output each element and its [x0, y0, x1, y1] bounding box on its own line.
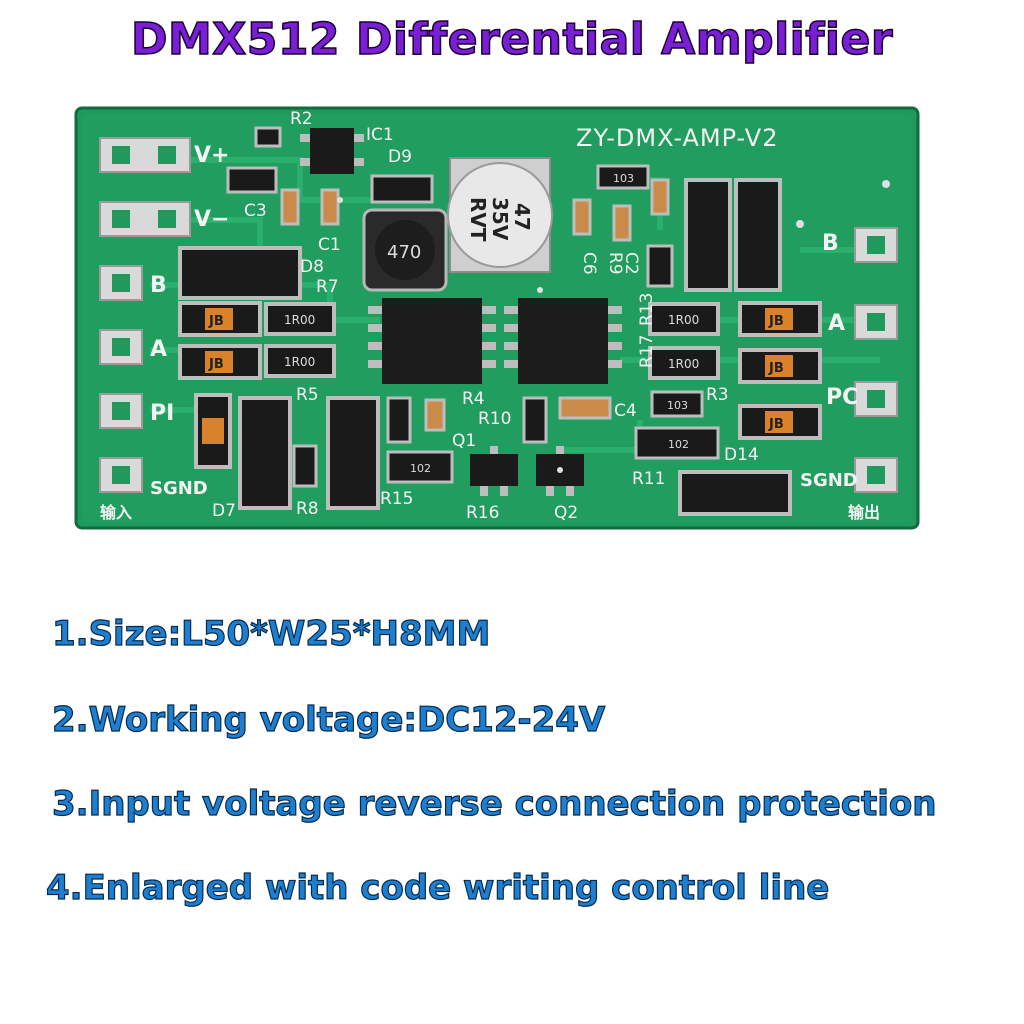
diode-d9 — [370, 174, 434, 204]
silkscreen-label: R5 — [296, 385, 319, 405]
silkscreen-label: D9 — [388, 147, 412, 167]
silkscreen-label: R10 — [478, 409, 511, 429]
silkscreen-label: C1 — [318, 235, 341, 255]
resistors-small: 103 103 102 102 — [254, 126, 720, 488]
label-b-left: B — [150, 273, 167, 298]
pcb-board-photo: V+ V− B A PI SGND 输入 B A PC SGND 输出 ZY-D… — [74, 106, 920, 530]
silkscreen-label: 103 — [667, 399, 688, 412]
page-title: DMX512 Differential Amplifier — [130, 13, 894, 66]
silkscreen-label: R13 — [637, 293, 657, 326]
silkscreen-label: D14 — [724, 445, 759, 465]
right-pads — [854, 227, 898, 493]
silkscreen-label: IC1 — [366, 125, 394, 145]
inductor-470: 470 — [362, 208, 448, 292]
silkscreen-label: R16 — [466, 503, 499, 523]
silkscreen-label: 102 — [668, 438, 689, 451]
diode-d-vplus — [226, 166, 278, 194]
label-a-left: A — [150, 337, 167, 362]
silkscreen-label: 47 — [510, 203, 534, 231]
silkscreen-label: 35V — [488, 197, 512, 241]
silkscreen-label: C4 — [614, 401, 637, 421]
ic-soic8-right — [504, 298, 622, 384]
silkscreen-label: JB — [768, 417, 784, 432]
ic-soic8-left — [368, 298, 496, 384]
silkscreen-label: R2 — [290, 109, 313, 129]
ceramic-capacitors — [280, 178, 670, 432]
label-pc: PC — [826, 385, 858, 410]
silkscreen-label: 1R00 — [284, 313, 315, 327]
left-pads — [99, 137, 191, 493]
silkscreen-label: R11 — [632, 469, 665, 489]
silkscreen-label: R8 — [296, 499, 319, 519]
silkscreen-label: JB — [208, 357, 224, 372]
silkscreen-label: D7 — [212, 501, 236, 521]
silkscreen-label: RVT — [466, 197, 490, 242]
feature-voltage: 2.Working voltage:DC12-24V — [51, 699, 606, 740]
silkscreen-label: R4 — [462, 389, 485, 409]
silkscreen-label: Q1 — [452, 431, 476, 451]
silkscreen-label: C2 — [621, 252, 641, 275]
big-diodes — [178, 178, 792, 516]
silkscreen-label: D8 — [300, 257, 324, 277]
silkscreen-label: R15 — [380, 489, 413, 509]
silkscreen-label: C6 — [579, 252, 599, 275]
silkscreen-label: 103 — [613, 172, 634, 185]
label-vplus: V+ — [194, 143, 229, 168]
ic1-sot23 — [300, 128, 364, 174]
label-b-right: B — [822, 231, 839, 256]
label-pi: PI — [150, 401, 174, 426]
feature-reverse-protection: 3.Input voltage reverse connection prote… — [51, 783, 937, 824]
silkscreen-label: 102 — [410, 462, 431, 475]
silkscreen-label: R9 — [605, 252, 625, 275]
label-vminus: V− — [194, 207, 229, 232]
feature-code-writing: 4.Enlarged with code writing control lin… — [45, 867, 830, 908]
electrolytic-capacitor: 47 35V RVT — [447, 157, 553, 273]
label-input-footer: 输入 — [100, 503, 132, 522]
silkscreen-label: 1R00 — [668, 357, 699, 371]
silkscreen-label: R3 — [706, 385, 729, 405]
label-sgnd-left: SGND — [150, 478, 208, 499]
board-model-label: ZY-DMX-AMP-V2 — [576, 124, 779, 152]
label-sgnd-right: SGND — [800, 470, 858, 491]
label-output-footer: 输出 — [848, 503, 880, 522]
silkscreen-label: JB — [768, 361, 784, 376]
silkscreen-label: 470 — [387, 242, 421, 263]
jb-components: JB JB JB JB JB — [178, 301, 822, 469]
label-a-right: A — [828, 311, 845, 336]
silkscreen-label: 1R00 — [284, 355, 315, 369]
silkscreen-label: 1R00 — [668, 313, 699, 327]
silkscreen-label: JB — [768, 314, 784, 329]
feature-size: 1.Size:L50*W25*H8MM — [51, 613, 491, 654]
silkscreen-label: R7 — [316, 277, 339, 297]
silkscreen-label: Q2 — [554, 503, 578, 523]
silkscreen-label: JB — [208, 314, 224, 329]
resistors-1r00: 1R00 1R00 1R00 1R00 — [264, 302, 720, 380]
silkscreen-label: C3 — [244, 201, 267, 221]
silkscreen-label: R17 — [637, 335, 657, 368]
